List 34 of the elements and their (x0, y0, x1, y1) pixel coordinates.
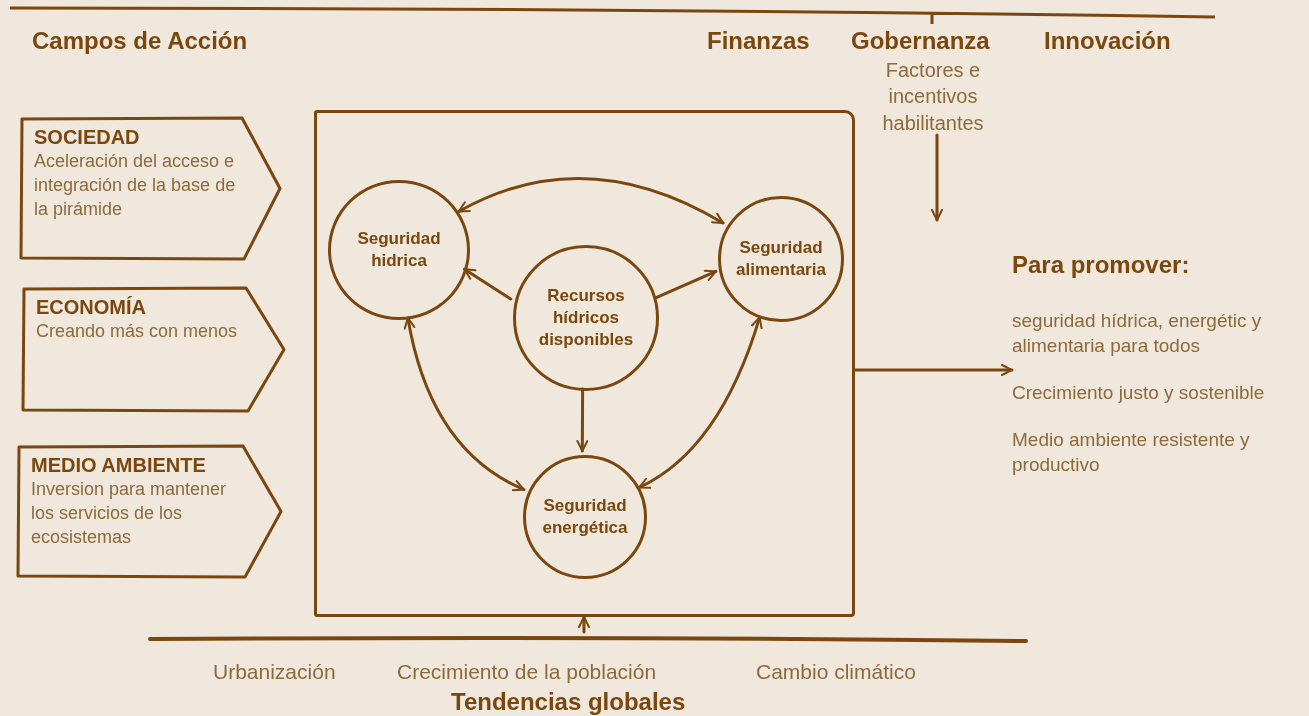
arrow (578, 615, 590, 634)
arrow-pentagon-box (17, 445, 283, 578)
arrow (653, 269, 718, 300)
arrow-pentagon-box (20, 117, 282, 260)
circle-node: Seguridad hidrica (328, 180, 470, 320)
box-description: Inversion para mantener los servicios de los ecosistemas (31, 478, 228, 549)
circle-node: Recursos hídricos disponibles (513, 245, 659, 391)
arrow (637, 315, 763, 489)
frame-box (314, 110, 855, 617)
box-heading: ECONOMÍA (36, 295, 147, 320)
arrow (457, 177, 725, 225)
section-heading: Campos de Acción (32, 27, 248, 55)
label-text: Cambio climático (756, 660, 916, 684)
section-heading: Gobernanza (851, 27, 990, 55)
section-heading: Innovación (1044, 27, 1171, 55)
section-heading: Tendencias globales (451, 688, 686, 716)
box-description: Aceleración del acceso e integración de la base de la pirámide (34, 150, 237, 221)
label-text: Crecimiento de la población (397, 660, 657, 684)
arrow (463, 267, 513, 301)
list-item: seguridad hídrica, energétic y alimentaria para todos (1012, 309, 1263, 359)
list-heading: Para promover: (1012, 250, 1191, 280)
circle-node: Seguridad alimentaria (718, 196, 844, 322)
box-description: Creando más con menos (36, 320, 239, 343)
box-heading: MEDIO AMBIENTE (31, 453, 207, 478)
arrow-pentagon-box (22, 287, 286, 412)
section-heading: Finanzas (707, 27, 810, 55)
arrow (853, 364, 1014, 376)
circle-node: Seguridad energética (523, 455, 647, 579)
box-heading: SOCIEDAD (34, 125, 141, 150)
list-item: Crecimiento justo y sostenible (1012, 381, 1266, 406)
arrow (931, 133, 943, 222)
label-text: Urbanización (213, 660, 336, 684)
note-text: Factores e incentivos habilitantes (858, 57, 1008, 135)
list-item: Medio ambiente resistente y productivo (1012, 428, 1251, 478)
